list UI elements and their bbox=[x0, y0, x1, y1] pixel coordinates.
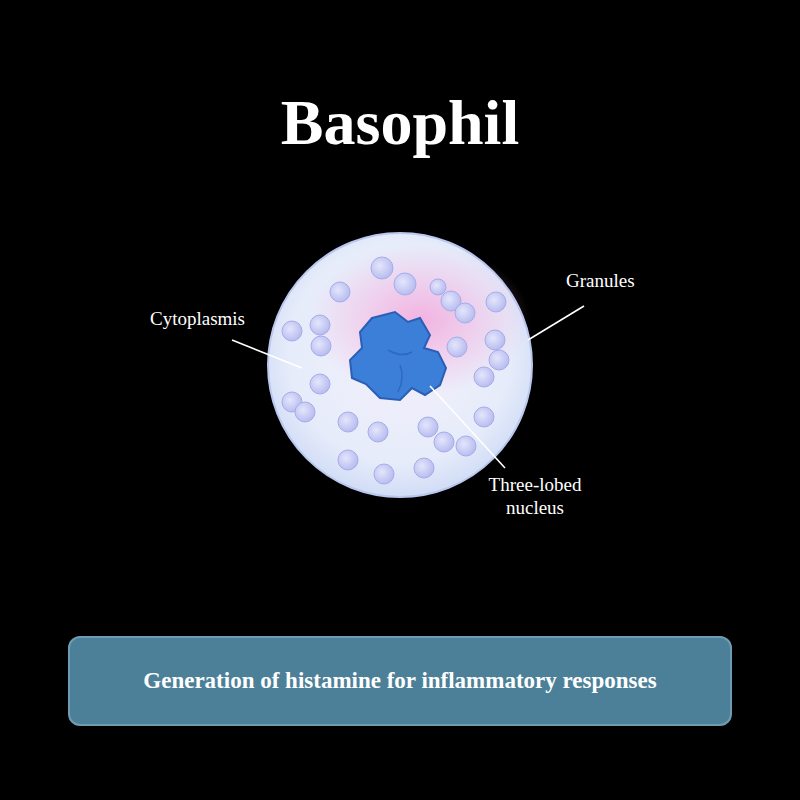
granule bbox=[374, 464, 394, 484]
granule bbox=[455, 303, 475, 323]
granule bbox=[414, 458, 434, 478]
granule bbox=[282, 321, 302, 341]
granule bbox=[485, 330, 505, 350]
granule bbox=[430, 279, 446, 295]
granule bbox=[394, 273, 416, 295]
granule bbox=[310, 315, 330, 335]
granule bbox=[486, 292, 506, 312]
leader-line bbox=[528, 306, 584, 340]
leader-line bbox=[232, 340, 302, 368]
granule bbox=[295, 402, 315, 422]
granule bbox=[418, 417, 438, 437]
granule bbox=[474, 407, 494, 427]
cell-membrane bbox=[268, 233, 532, 497]
granule-group bbox=[282, 257, 509, 484]
title: Basophil bbox=[0, 88, 800, 158]
granule bbox=[474, 367, 494, 387]
granule bbox=[311, 336, 331, 356]
banner-text: Generation of histamine for inflammatory… bbox=[119, 657, 680, 704]
part-label: Cytoplasmis bbox=[150, 308, 245, 331]
part-label: Three-lobed nucleus bbox=[470, 474, 600, 520]
part-label: Granules bbox=[566, 270, 635, 293]
granule bbox=[338, 450, 358, 470]
granule bbox=[368, 422, 388, 442]
granule bbox=[456, 436, 476, 456]
granule bbox=[489, 350, 509, 370]
granule bbox=[330, 282, 350, 302]
leader-line bbox=[430, 386, 505, 468]
granule bbox=[338, 412, 358, 432]
granule bbox=[434, 432, 454, 452]
info-banner: Generation of histamine for inflammatory… bbox=[68, 636, 732, 726]
granule bbox=[371, 257, 393, 279]
granule bbox=[447, 337, 467, 357]
granule bbox=[310, 374, 330, 394]
nucleus-lobe-line bbox=[388, 350, 412, 392]
